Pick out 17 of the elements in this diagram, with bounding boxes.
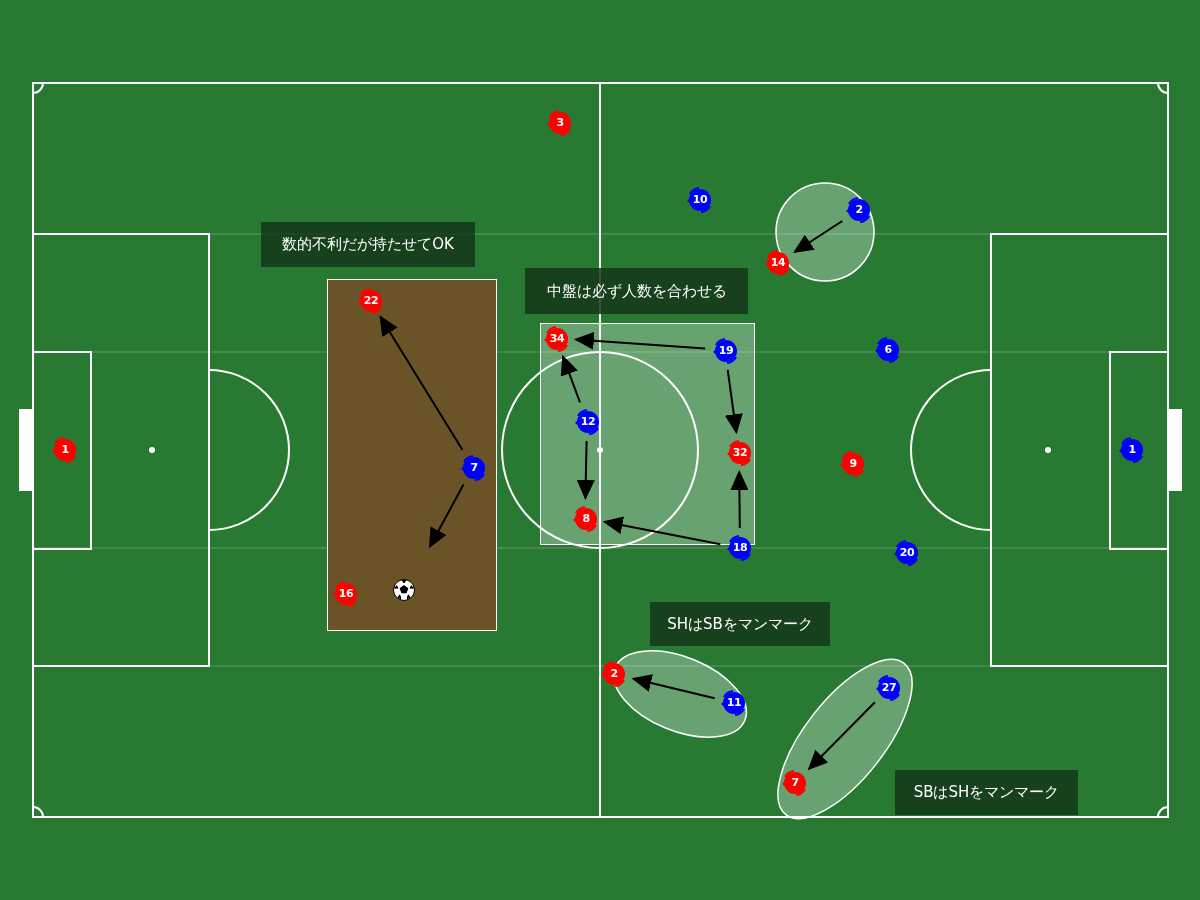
- text-box: 中盤は必ず人数を合わせる: [525, 268, 748, 314]
- text-box: SHはSBをマンマーク: [650, 602, 830, 646]
- zone-rectangle: [327, 279, 497, 631]
- arrow: [730, 470, 749, 529]
- text-box: SBはSHをマンマーク: [895, 770, 1078, 815]
- arrow: [379, 315, 464, 451]
- arrow: [560, 354, 581, 404]
- text-box: 数的不利だが持たせてOK: [261, 222, 475, 267]
- arrow: [573, 331, 707, 350]
- arrow: [602, 516, 722, 546]
- arrow: [428, 483, 465, 549]
- arrow: [807, 701, 876, 771]
- arrow: [724, 368, 743, 435]
- arrow: [576, 440, 595, 500]
- arrow: [793, 220, 844, 254]
- arrow: [631, 674, 716, 700]
- zone-rectangle: [540, 323, 755, 545]
